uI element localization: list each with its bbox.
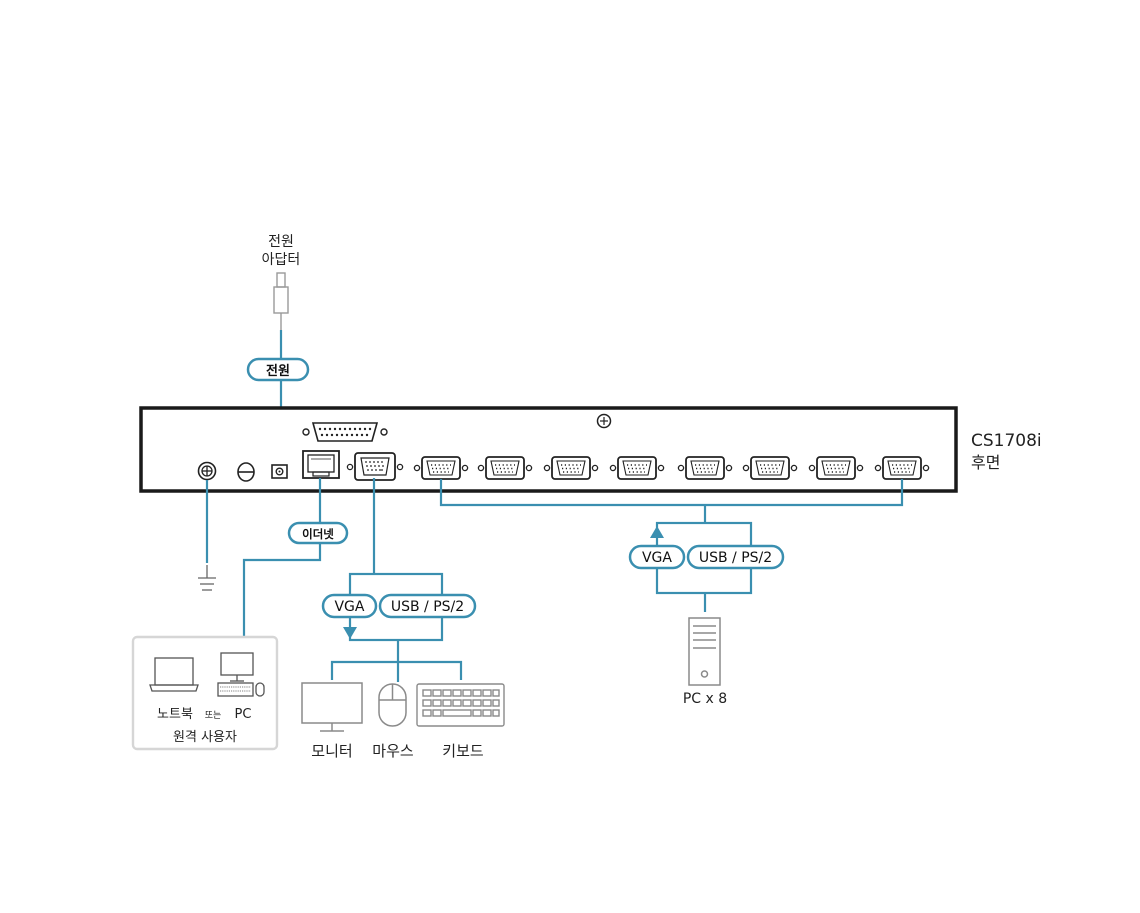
remote-laptop-label: 노트북 [157, 707, 193, 722]
mouse-icon [378, 683, 407, 727]
ground-symbol-icon [198, 565, 216, 591]
console-vga-pill: VGA [321, 593, 378, 619]
pc-vga-pill-label: VGA [642, 550, 672, 566]
pc-usb-pill: USB / PS/2 [686, 544, 785, 570]
cable-tie-icon [237, 462, 255, 482]
pc-port-3-icon [543, 456, 599, 480]
laptop-icon [149, 657, 199, 692]
remote-pc-label: PC [235, 707, 252, 722]
pc-port-7-icon [808, 456, 864, 480]
power-adapter-label-line2: 아답터 [262, 252, 301, 268]
pc-vga-arrow-icon [650, 526, 664, 538]
console-usb-pill: USB / PS/2 [378, 593, 477, 619]
power-adapter-label-line1: 전원 [268, 234, 294, 250]
power-adapter-plug-icon [273, 272, 289, 330]
remote-or-label: 또는 [205, 710, 222, 721]
remote-pc-icon [217, 652, 265, 697]
power-jack-icon [271, 464, 288, 479]
console-vga-port-icon [346, 452, 404, 481]
remote-user-box [131, 635, 279, 751]
pc-port-5-icon [677, 456, 733, 480]
ethernet-pill: 이더넷 [287, 521, 349, 545]
power-pill-label: 전원 [266, 363, 290, 379]
console-vga-pill-label: VGA [334, 599, 364, 615]
ground-screw-icon [197, 461, 217, 481]
remote-user-caption: 원격 사용자 [173, 730, 237, 745]
pc-port-6-icon [742, 456, 798, 480]
top-screw-icon [596, 413, 612, 429]
monitor-label: 모니터 [311, 742, 352, 760]
console-vga-arrow-icon [343, 627, 357, 639]
pc-port-4-icon [609, 456, 665, 480]
device-model-label: CS1708i [971, 431, 1042, 451]
ethernet-pill-label: 이더넷 [302, 527, 334, 541]
pc-port-1-icon [413, 456, 469, 480]
ethernet-cable [242, 478, 322, 640]
pc-port-8-icon [874, 456, 930, 480]
device-face-label: 후면 [971, 453, 1000, 472]
pc-tower-icon [688, 617, 721, 686]
mouse-label: 마우스 [372, 742, 414, 760]
keyboard-icon [416, 683, 505, 727]
pc-port-2-icon [477, 456, 533, 480]
pc-usb-pill-label: USB / PS/2 [699, 550, 772, 566]
pc-bus-cable [439, 479, 904, 507]
keyboard-label: 키보드 [442, 742, 484, 760]
pc-count-label: PC x 8 [683, 691, 727, 707]
console-usb-pill-label: USB / PS/2 [391, 599, 464, 615]
console-split-cable [330, 660, 463, 680]
db25-port-icon [302, 422, 388, 442]
pc-vga-pill: VGA [628, 544, 686, 570]
power-pill: 전원 [246, 357, 310, 382]
monitor-icon [301, 682, 363, 732]
